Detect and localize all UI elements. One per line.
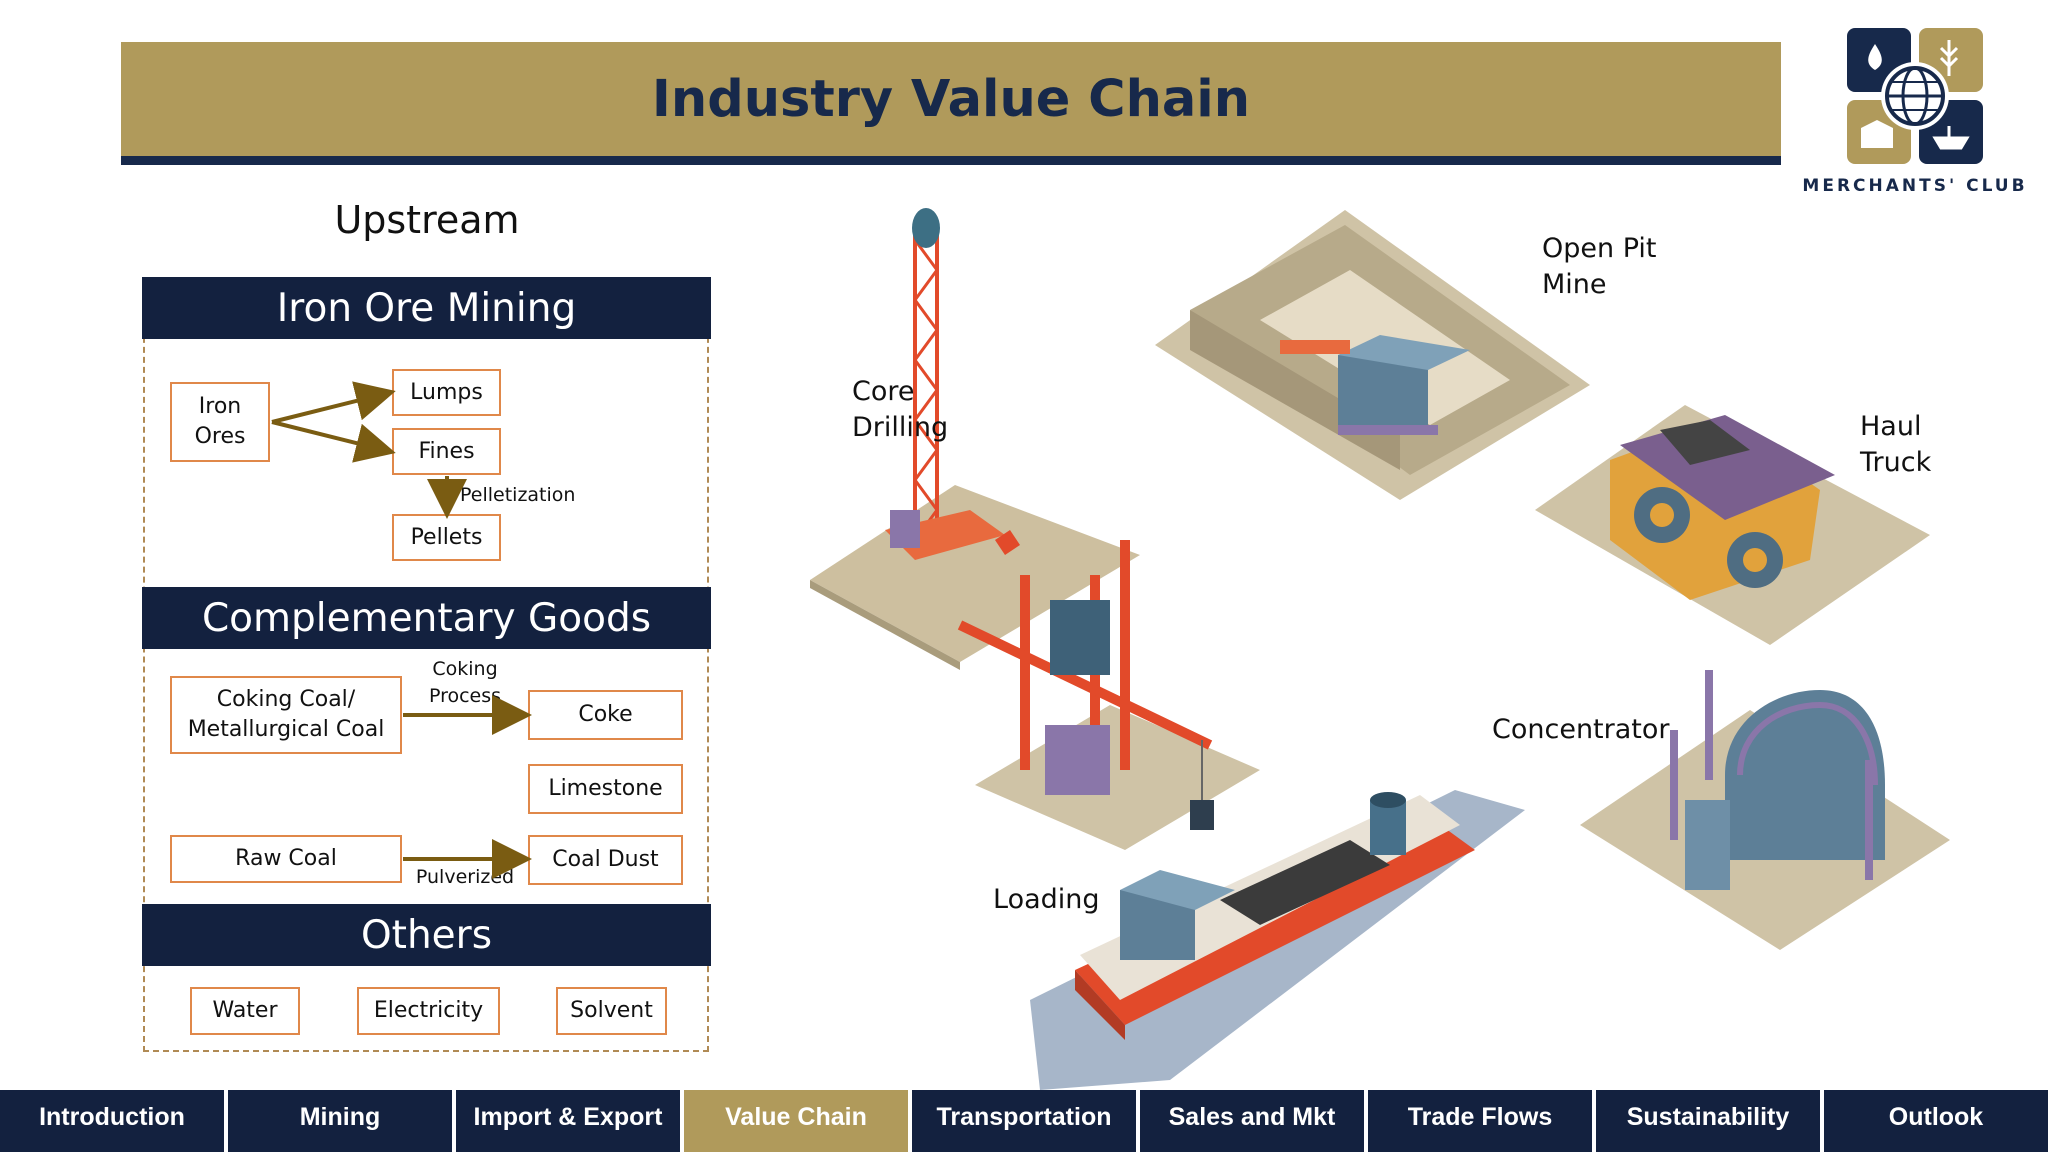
pelletization-label: Pelletization xyxy=(460,484,576,506)
coking-process-label: Coking Process xyxy=(428,658,502,707)
core-drilling-label: Core Drilling xyxy=(852,376,949,444)
nav-tab-outlook[interactable]: Outlook xyxy=(1824,1090,2048,1152)
complementary-goods-header: Complementary Goods xyxy=(142,587,711,649)
raw-coal-box: Raw Coal xyxy=(170,835,402,883)
nav-tab-sustainability[interactable]: Sustainability xyxy=(1596,1090,1820,1152)
coke-box: Coke xyxy=(528,690,683,740)
concentrator-label: Concentrator xyxy=(1492,714,1670,745)
haul-truck-label: Haul Truck xyxy=(1860,411,1932,479)
electricity-box: Electricity xyxy=(357,987,500,1035)
iron-ore-mining-header: Iron Ore Mining xyxy=(142,277,711,339)
loading-crane-illustration xyxy=(957,540,1260,850)
open-pit-mine-label: Open Pit Mine xyxy=(1542,233,1657,301)
lumps-box: Lumps xyxy=(392,369,501,416)
logo-text: MERCHANTS' CLUB xyxy=(1802,176,2028,196)
nav-tab-introduction[interactable]: Introduction xyxy=(0,1090,224,1152)
coking-coal-box: Coking Coal/ Metallurgical Coal xyxy=(170,676,402,754)
pellets-box: Pellets xyxy=(392,514,501,561)
solvent-box: Solvent xyxy=(556,987,667,1035)
iron-ores-box: Iron Ores xyxy=(170,382,270,462)
nav-tab-import-export[interactable]: Import & Export xyxy=(456,1090,680,1152)
title-banner: Industry Value Chain xyxy=(121,42,1781,165)
others-header: Others xyxy=(142,904,711,966)
loading-label: Loading xyxy=(993,884,1100,915)
coal-dust-box: Coal Dust xyxy=(528,835,683,885)
limestone-box: Limestone xyxy=(528,764,683,814)
water-box: Water xyxy=(190,987,300,1035)
fines-box: Fines xyxy=(392,428,501,475)
haul-truck-illustration xyxy=(1535,405,1930,645)
nav-tab-value-chain[interactable]: Value Chain xyxy=(684,1090,908,1152)
nav-tab-transportation[interactable]: Transportation xyxy=(912,1090,1136,1152)
pulverized-label: Pulverized xyxy=(415,866,515,888)
nav-tab-trade-flows[interactable]: Trade Flows xyxy=(1368,1090,1592,1152)
open-pit-mine-illustration xyxy=(1155,210,1590,500)
concentrator-illustration xyxy=(1580,670,1950,950)
nav-tab-mining[interactable]: Mining xyxy=(228,1090,452,1152)
core-drilling-illustration xyxy=(810,208,1140,670)
ship-illustration xyxy=(1030,790,1525,1090)
page-title: Industry Value Chain xyxy=(651,69,1251,129)
upstream-heading: Upstream xyxy=(334,198,520,242)
nav-tab-sales-and-mkt[interactable]: Sales and Mkt xyxy=(1140,1090,1364,1152)
merchants-club-logo-icon xyxy=(1847,28,1983,164)
industry-illustrations xyxy=(810,208,1950,1090)
